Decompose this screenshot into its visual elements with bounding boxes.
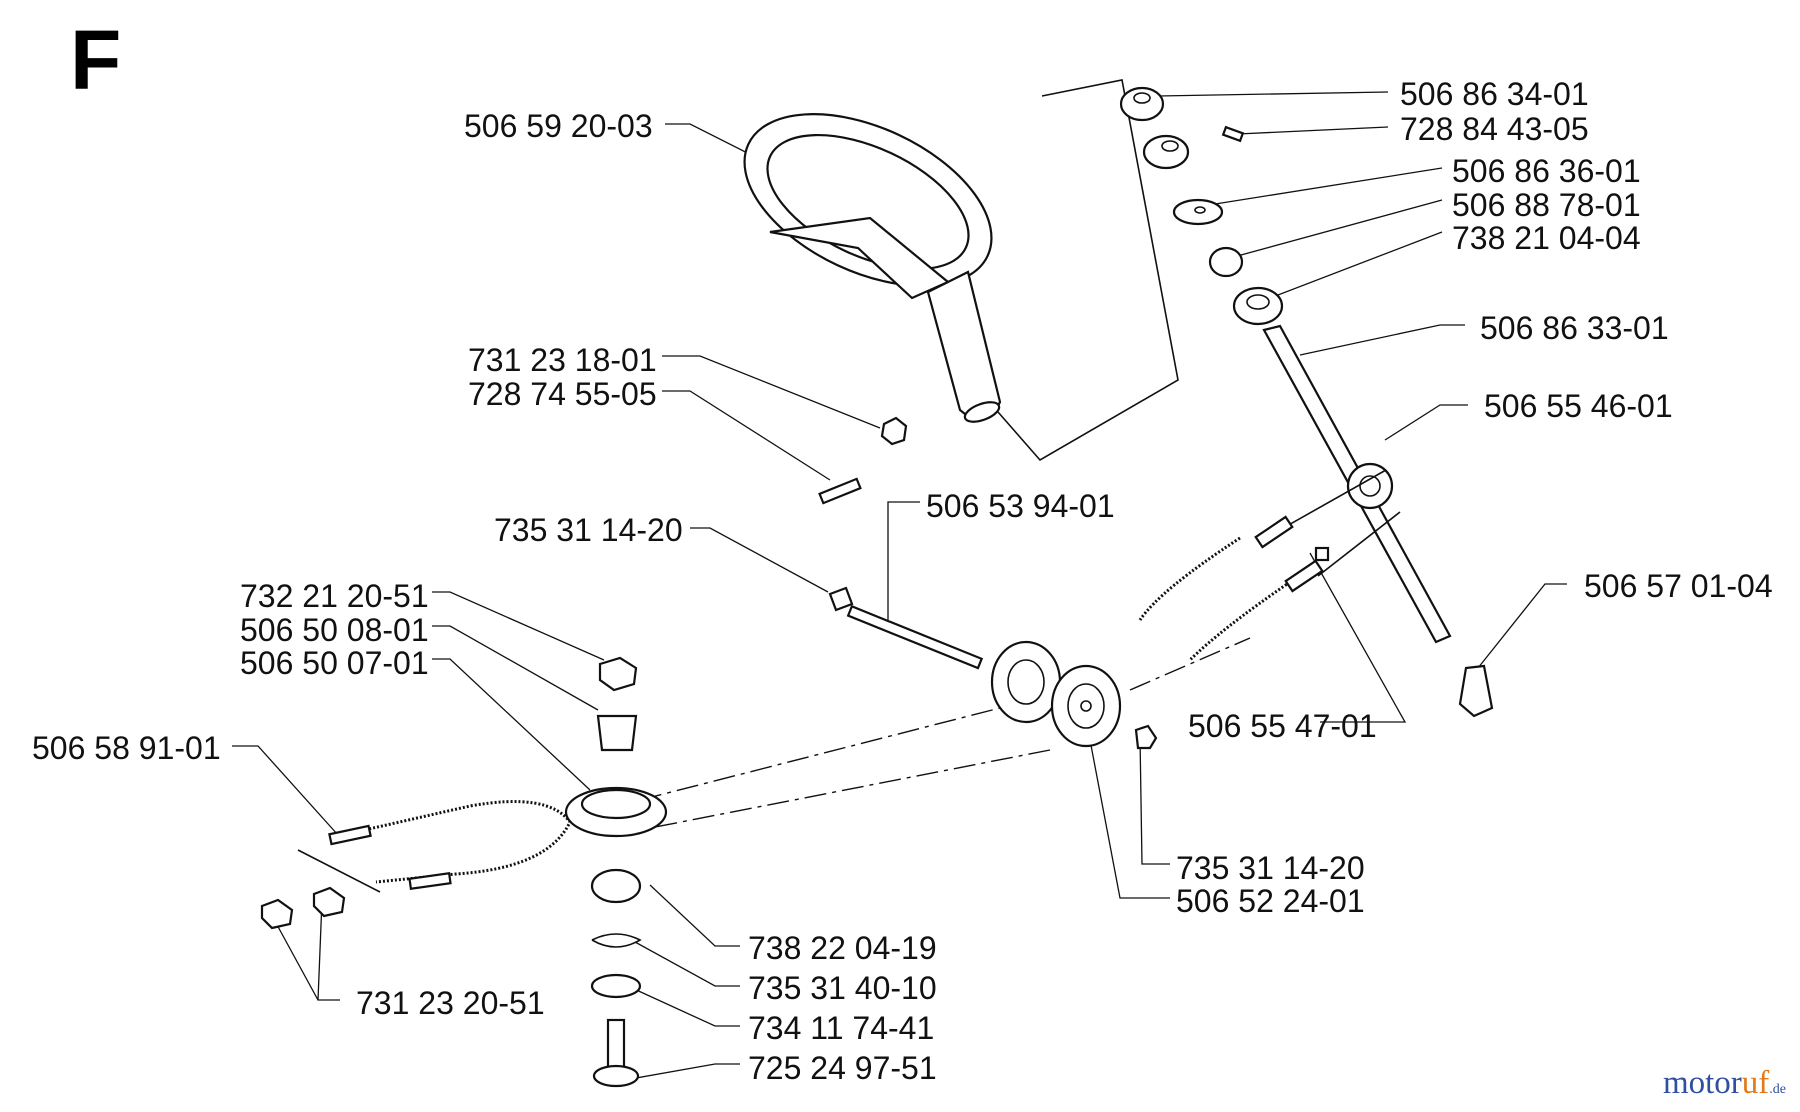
label-728-74-55-05: 728 74 55-05	[468, 376, 657, 412]
label-735-31-14-20: 735 31 14-20	[494, 512, 683, 548]
label-734-11-74-41: 734 11 74-41	[748, 1010, 935, 1046]
label-506-55-47-01: 506 55 47-01	[1188, 708, 1377, 744]
label-735-31-14-20-lower: 735 31 14-20	[1176, 850, 1365, 886]
label-506-55-46-01: 506 55 46-01	[1484, 388, 1673, 424]
steering-wheel	[743, 113, 1002, 423]
label-506-58-91-01: 506 58 91-01	[32, 730, 221, 766]
label-731-23-18-01: 731 23 18-01	[468, 342, 657, 378]
label-506-57-01-04: 506 57 01-04	[1584, 568, 1773, 604]
watermark-logo: motoruf.de	[1662, 1065, 1786, 1101]
chain-loop	[639, 637, 1251, 831]
label-506-50-07-01: 506 50 07-01	[240, 645, 429, 681]
label-506-86-36-01: 506 86 36-01	[1452, 153, 1641, 189]
lower-pulley-stack	[564, 656, 668, 1088]
label-506-53-94-01: 506 53 94-01	[926, 488, 1115, 524]
label-725-24-97-51: 725 24 97-51	[748, 1050, 937, 1086]
label-731-23-20-51: 731 23 20-51	[356, 985, 545, 1021]
label-506-86-34-01: 506 86 34-01	[1400, 76, 1589, 112]
leader-lines	[232, 91, 1567, 1081]
steering-shaft-stack	[1119, 86, 1494, 718]
section-letter: F	[70, 13, 122, 107]
label-738-22-04-19: 738 22 04-19	[748, 930, 937, 966]
label-728-84-43-05: 728 84 43-05	[1400, 111, 1589, 147]
label-506-50-08-01: 506 50 08-01	[240, 612, 429, 648]
label-506-86-33-01: 506 86 33-01	[1480, 310, 1669, 346]
pulley-assembly	[828, 586, 1158, 750]
label-732-21-20-51: 732 21 20-51	[240, 578, 429, 614]
label-506-52-24-01: 506 52 24-01	[1176, 883, 1365, 919]
drive-sprocket	[1346, 462, 1394, 510]
label-506-88-78-01: 506 88 78-01	[1452, 187, 1641, 223]
label-735-31-40-10: 735 31 40-10	[748, 970, 937, 1006]
nut-and-screw	[818, 416, 908, 505]
steering-column-bracket	[997, 79, 1179, 462]
label-506-59-20-03: 506 59 20-03	[464, 108, 653, 144]
label-738-21-04-04: 738 21 04-04	[1452, 220, 1641, 256]
chain-and-cables	[1138, 469, 1401, 662]
control-cable	[297, 800, 572, 893]
jam-nuts	[260, 886, 346, 930]
